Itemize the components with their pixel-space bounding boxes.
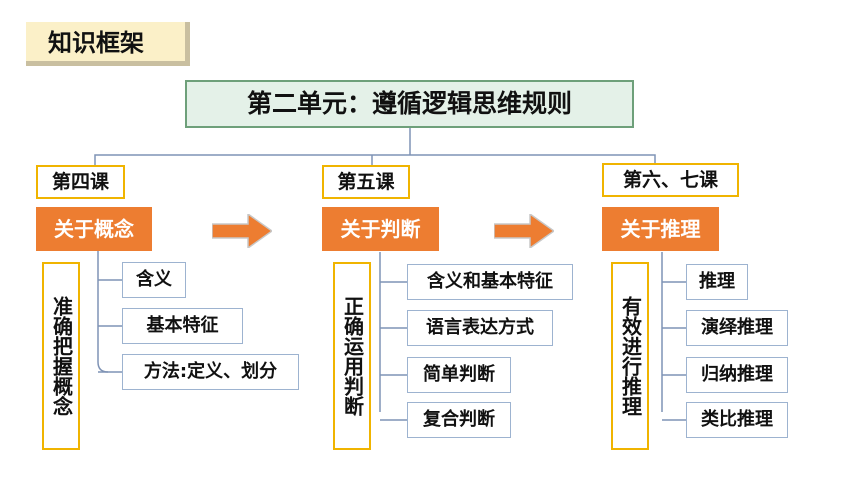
- topic-reasoning: 关于推理: [602, 207, 719, 251]
- lesson-label-4: 第四课: [36, 165, 125, 199]
- item-judgment-compound: 复合判断: [407, 402, 511, 438]
- arrow-right-icon: [494, 214, 554, 248]
- item-reasoning-inference: 推理: [686, 264, 748, 300]
- item-concept-methods: 方法:定义、划分: [122, 354, 299, 390]
- lesson-label-5: 第五课: [322, 165, 410, 199]
- item-judgment-meaning: 含义和基本特征: [407, 264, 573, 300]
- arrow-right-icon: [212, 214, 272, 248]
- item-reasoning-analogical: 类比推理: [686, 402, 788, 438]
- topic-concept: 关于概念: [36, 207, 152, 251]
- item-judgment-expression: 语言表达方式: [407, 310, 553, 346]
- unit-title: 第二单元：遵循逻辑思维规则: [185, 80, 634, 128]
- item-reasoning-deductive: 演绎推理: [686, 310, 788, 346]
- lesson-label-6-7: 第六、七课: [602, 163, 739, 197]
- item-judgment-simple: 简单判断: [407, 357, 511, 393]
- item-reasoning-inductive: 归纳推理: [686, 357, 788, 393]
- theme-vertical-concept: 准确把握概念: [42, 262, 80, 450]
- theme-vertical-reasoning: 有效进行推理: [611, 262, 649, 450]
- section-label: 知识框架: [26, 22, 190, 66]
- item-concept-features: 基本特征: [122, 308, 243, 344]
- topic-judgment: 关于判断: [322, 207, 439, 251]
- item-concept-meaning: 含义: [122, 262, 186, 298]
- theme-vertical-judgment: 正确运用判断: [333, 262, 371, 450]
